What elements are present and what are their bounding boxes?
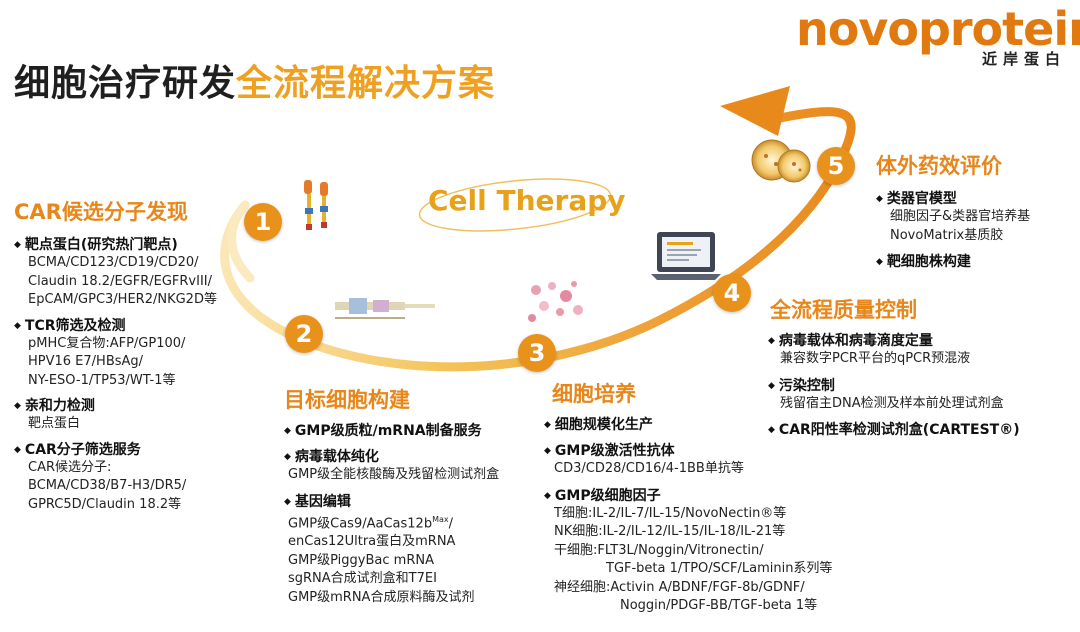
item-line: GPRC5D/Claudin 18.2等 xyxy=(28,496,182,512)
title-part1: 细胞治疗研发 xyxy=(14,63,237,104)
item-line: NY-ESO-1/TP53/WT-1等 xyxy=(28,372,176,388)
item-line: 兼容数字PCR平台的qPCR预混液 xyxy=(780,351,971,366)
superscript: Max xyxy=(432,514,449,524)
section-target-cell-construction: 目标细胞构建 GMP级质粒/mRNA制备服务 病毒载体纯化 GMP级全能核酸酶及… xyxy=(284,384,499,607)
item-line: 神经细胞:Activin A/BDNF/FGF-8b/GDNF/ xyxy=(554,579,805,595)
section-in-vitro-evaluation: 体外药效评价 类器官模型 细胞因子&类器官培养基 NovoMatrix基质胶 靶… xyxy=(876,150,1030,271)
step-2-badge: 2 xyxy=(285,315,323,353)
item-heading: 污染控制 xyxy=(768,375,1020,395)
item-line: CAR候选分子: xyxy=(28,459,112,475)
item-line: EpCAM/GPC3/HER2/NKG2D等 xyxy=(28,292,217,307)
item-heading: GMP级细胞因子 xyxy=(544,485,832,505)
item-heading: CAR分子筛选服务 xyxy=(14,439,217,459)
item-heading: 病毒载体和病毒滴度定量 xyxy=(768,330,1020,350)
section-title: CAR候选分子发现 xyxy=(14,200,188,224)
step-3-badge: 3 xyxy=(518,334,556,372)
laptop-icon xyxy=(651,232,721,280)
section-title: 体外药效评价 xyxy=(876,154,1002,178)
item-line: BCMA/CD123/CD19/CD20/ xyxy=(28,255,199,270)
item-line: HPV16 E7/HBsAg/ xyxy=(28,354,144,369)
item-line: GMP级Cas9/AaCas12bMax/ xyxy=(288,514,454,531)
page-title: 细胞治疗研发全流程解决方案 xyxy=(14,54,495,106)
item-heading: TCR筛选及检测 xyxy=(14,315,217,335)
step-5-badge: 5 xyxy=(817,147,855,185)
item-line: 靶点蛋白 xyxy=(28,416,81,431)
section-car-discovery: CAR候选分子发现 靶点蛋白(研究热门靶点) BCMA/CD123/CD19/C… xyxy=(14,196,217,514)
step-4-badge: 4 xyxy=(713,274,751,312)
item-heading: 病毒载体纯化 xyxy=(284,446,499,466)
item-line: NovoMatrix基质胶 xyxy=(890,227,1004,243)
item-heading: 靶细胞株构建 xyxy=(876,251,1030,271)
item-line: CD3/CD28/CD16/4-1BB单抗等 xyxy=(554,461,744,476)
item-heading: GMP级激活性抗体 xyxy=(544,440,832,460)
item-heading: GMP级质粒/mRNA制备服务 xyxy=(284,420,499,440)
item-heading: CAR阳性率检测试剂盒(CARTEST®) xyxy=(768,419,1020,439)
logo-subtitle: 近岸蛋白 xyxy=(981,50,1066,68)
cell-cluster-icon xyxy=(528,281,583,322)
section-title: 全流程质量控制 xyxy=(770,298,917,322)
item-line: GMP级mRNA合成原料酶及试剂 xyxy=(288,589,475,605)
item-heading: 亲和力检测 xyxy=(14,395,217,415)
petri-dish-icon xyxy=(751,139,811,183)
brand-logo: novoprotein 近岸蛋白 xyxy=(796,2,1080,68)
step-1-badge: 1 xyxy=(244,203,282,241)
section-title: 目标细胞构建 xyxy=(284,388,410,412)
item-line: 细胞因子&类器官培养基 xyxy=(890,209,1031,224)
item-line: 干细胞:FLT3L/Noggin/Vitronectin/ xyxy=(554,542,764,558)
item-heading: 细胞规模化生产 xyxy=(544,414,832,434)
item-line: NK细胞:IL-2/IL-12/IL-15/IL-18/IL-21等 xyxy=(554,524,786,539)
item-line: Claudin 18.2/EGFR/EGFRvIII/ xyxy=(28,273,213,289)
item-line: GMP级全能核酸酶及残留检测试剂盒 xyxy=(288,467,500,482)
item-line: BCMA/CD38/B7-H3/DR5/ xyxy=(28,478,187,493)
item-line: 残留宿主DNA检测及样本前处理试剂盒 xyxy=(780,395,1004,411)
item-heading: 基因编辑 xyxy=(284,491,499,511)
section-title: 细胞培养 xyxy=(552,382,636,406)
section-cell-culture: 细胞培养 细胞规模化生产 GMP级激活性抗体 CD3/CD28/CD16/4-1… xyxy=(544,378,832,616)
car-molecule-icon xyxy=(304,180,328,230)
title-part2: 全流程解决方案 xyxy=(236,63,496,104)
item-line: T细胞:IL-2/IL-7/IL-15/NovoNectin®等 xyxy=(554,505,787,521)
item-line: TGF-beta 1/TPO/SCF/Laminin系列等 xyxy=(606,561,833,576)
section-quality-control: 全流程质量控制 病毒载体和病毒滴度定量 兼容数字PCR平台的qPCR预混液 污染… xyxy=(768,294,1020,439)
item-line: Noggin/PDGF-BB/TGF-beta 1等 xyxy=(620,598,818,613)
item-line: sgRNA合成试剂盒和T7EI xyxy=(288,571,437,587)
item-line: pMHC复合物:AFP/GP100/ xyxy=(28,335,186,351)
item-line: GMP级PiggyBac mRNA xyxy=(288,552,434,568)
plasmid-construct-icon xyxy=(335,298,435,319)
item-heading: 类器官模型 xyxy=(876,188,1030,208)
cell-therapy-label: Cell Therapy xyxy=(428,184,626,217)
item-line: enCas12Ultra蛋白及mRNA xyxy=(288,534,456,550)
item-heading: 靶点蛋白(研究热门靶点) xyxy=(14,234,217,254)
logo-word: novoprotein xyxy=(796,2,1080,56)
